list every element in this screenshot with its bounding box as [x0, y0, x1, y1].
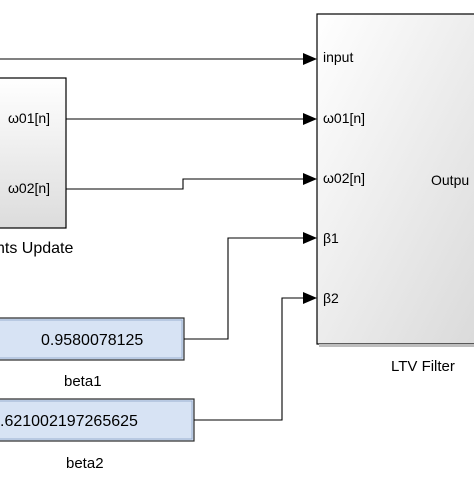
ltv-filter-block[interactable]: input ω01[n] ω02[n] β1 β2 Outpu LTV Filt…	[316, 13, 474, 375]
beta2-display-block[interactable]: .621002197265625 beta2	[0, 398, 195, 472]
beta2-value: .621002197265625	[0, 413, 138, 430]
ltv-port-w01-label: ω01[n]	[323, 110, 365, 126]
ltv-port-output-label: Outpu	[431, 172, 469, 188]
arrowhead-beta2	[303, 292, 317, 304]
arrowhead-w01	[303, 113, 317, 125]
beta1-value: 0.9580078125	[41, 332, 143, 349]
beta2-display-inner-border	[0, 400, 193, 440]
coefficients-update-title: nts Update	[0, 240, 73, 257]
arrowhead-beta1	[303, 232, 317, 244]
coef-port-w02-label: ω02[n]	[8, 180, 50, 196]
signal-lines	[0, 58, 304, 421]
ltv-port-beta1-label: β1	[323, 230, 339, 246]
ltv-port-beta2-label: β2	[323, 290, 339, 306]
beta1-display-inner-border	[0, 319, 183, 359]
ltv-filter-body[interactable]	[316, 13, 474, 345]
arrowheads	[303, 53, 317, 304]
ltv-port-input-label: input	[323, 49, 353, 65]
ltv-filter-title: LTV Filter	[391, 358, 455, 375]
arrowhead-input	[303, 53, 317, 65]
coef-port-w01-label: ω01[n]	[8, 110, 50, 126]
signal-line-w02[interactable]	[66, 178, 304, 190]
signal-line-beta1[interactable]	[184, 237, 304, 340]
beta2-title: beta2	[66, 455, 104, 472]
beta1-display-body[interactable]	[0, 317, 185, 361]
signal-line-beta2[interactable]	[194, 297, 304, 421]
coefficients-update-block[interactable]: ω01[n] ω02[n] nts Update	[0, 77, 73, 257]
ltv-filter-shadow	[319, 344, 474, 347]
coefficients-update-body[interactable]	[0, 77, 67, 229]
beta1-display-block[interactable]: 0.9580078125 beta1	[0, 317, 185, 390]
arrowhead-w02	[303, 173, 317, 185]
ltv-port-w02-label: ω02[n]	[323, 170, 365, 186]
beta2-display-body[interactable]	[0, 398, 195, 442]
beta1-title: beta1	[64, 373, 102, 390]
